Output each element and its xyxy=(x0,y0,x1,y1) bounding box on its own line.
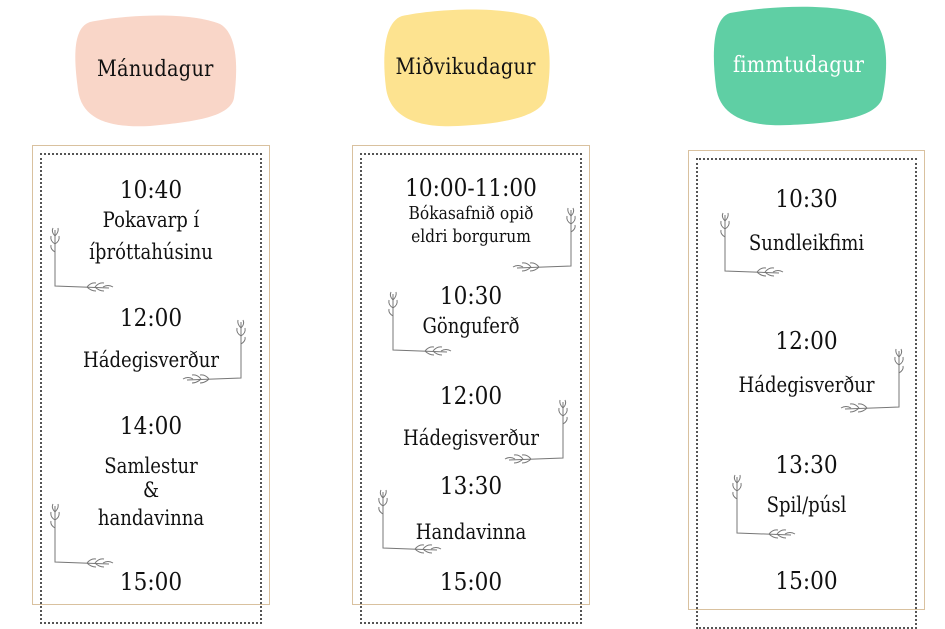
event-time: 15:00 xyxy=(775,567,838,595)
event-activity: Hádegisverður xyxy=(402,426,540,450)
sprig-icon xyxy=(50,503,114,568)
event-activity: Samlestur xyxy=(104,454,198,478)
sprig-icon xyxy=(388,291,452,356)
day-title: Mánudagur xyxy=(96,56,214,82)
day-title: fimmtudagur xyxy=(733,52,865,78)
event-time: 13:30 xyxy=(775,451,838,479)
sprig-icon xyxy=(720,212,784,277)
sprig-icon xyxy=(512,207,576,272)
day-header-wednesday: Miðvikudagur xyxy=(380,6,552,128)
event-activity: handavinna xyxy=(97,506,205,530)
sprig-icon xyxy=(504,399,568,464)
event-activity: eldri borgurum xyxy=(411,226,531,247)
event-time: 15:00 xyxy=(119,568,183,596)
event-activity: Pokavarp í xyxy=(102,208,200,232)
event-activity: Hádegisverður xyxy=(738,373,875,397)
event-time: 14:00 xyxy=(119,412,183,440)
event-activity: íþróttahúsinu xyxy=(89,240,213,264)
schedule-column-monday: 10:40 Pokavarp í íþróttahúsinu 12:00 Hád… xyxy=(32,145,270,624)
event-time: 10:40 xyxy=(119,176,183,204)
event-activity: & xyxy=(142,478,160,502)
event-activity: Sundleikfimi xyxy=(748,231,865,255)
event-time: 12:00 xyxy=(775,327,838,355)
blob-icon xyxy=(75,15,237,127)
event-time: 10:00-11:00 xyxy=(405,174,537,202)
day-header-monday: Mánudagur xyxy=(70,10,240,128)
sprig-icon xyxy=(732,474,796,539)
schedule-column-thursday: 10:30 Sundleikfimi 12:00 Hádegisverður 1… xyxy=(688,150,925,629)
event-activity: Handavinna xyxy=(415,520,527,544)
event-activity: Gönguferð xyxy=(422,314,520,338)
event-time: 10:30 xyxy=(439,282,503,310)
blob-icon xyxy=(713,6,887,126)
event-activity: Spil/púsl xyxy=(766,493,847,517)
sprig-icon xyxy=(840,348,904,413)
day-header-thursday: fimmtudagur xyxy=(708,3,890,127)
event-activity: Bókasafnið opið xyxy=(408,203,534,224)
sprig-icon xyxy=(378,489,442,554)
event-time: 10:30 xyxy=(775,185,838,213)
blob-icon xyxy=(384,9,550,127)
sprig-icon xyxy=(50,227,114,292)
event-time: 15:00 xyxy=(439,568,503,596)
event-time: 13:30 xyxy=(439,472,503,500)
schedule-column-wednesday: 10:00-11:00 Bókasafnið opið eldri borgur… xyxy=(352,145,590,624)
event-activity: Hádegisverður xyxy=(82,348,220,372)
day-title: Miðvikudagur xyxy=(395,54,537,80)
event-time: 12:00 xyxy=(439,382,503,410)
sprig-icon xyxy=(182,319,246,384)
event-time: 12:00 xyxy=(119,304,183,332)
